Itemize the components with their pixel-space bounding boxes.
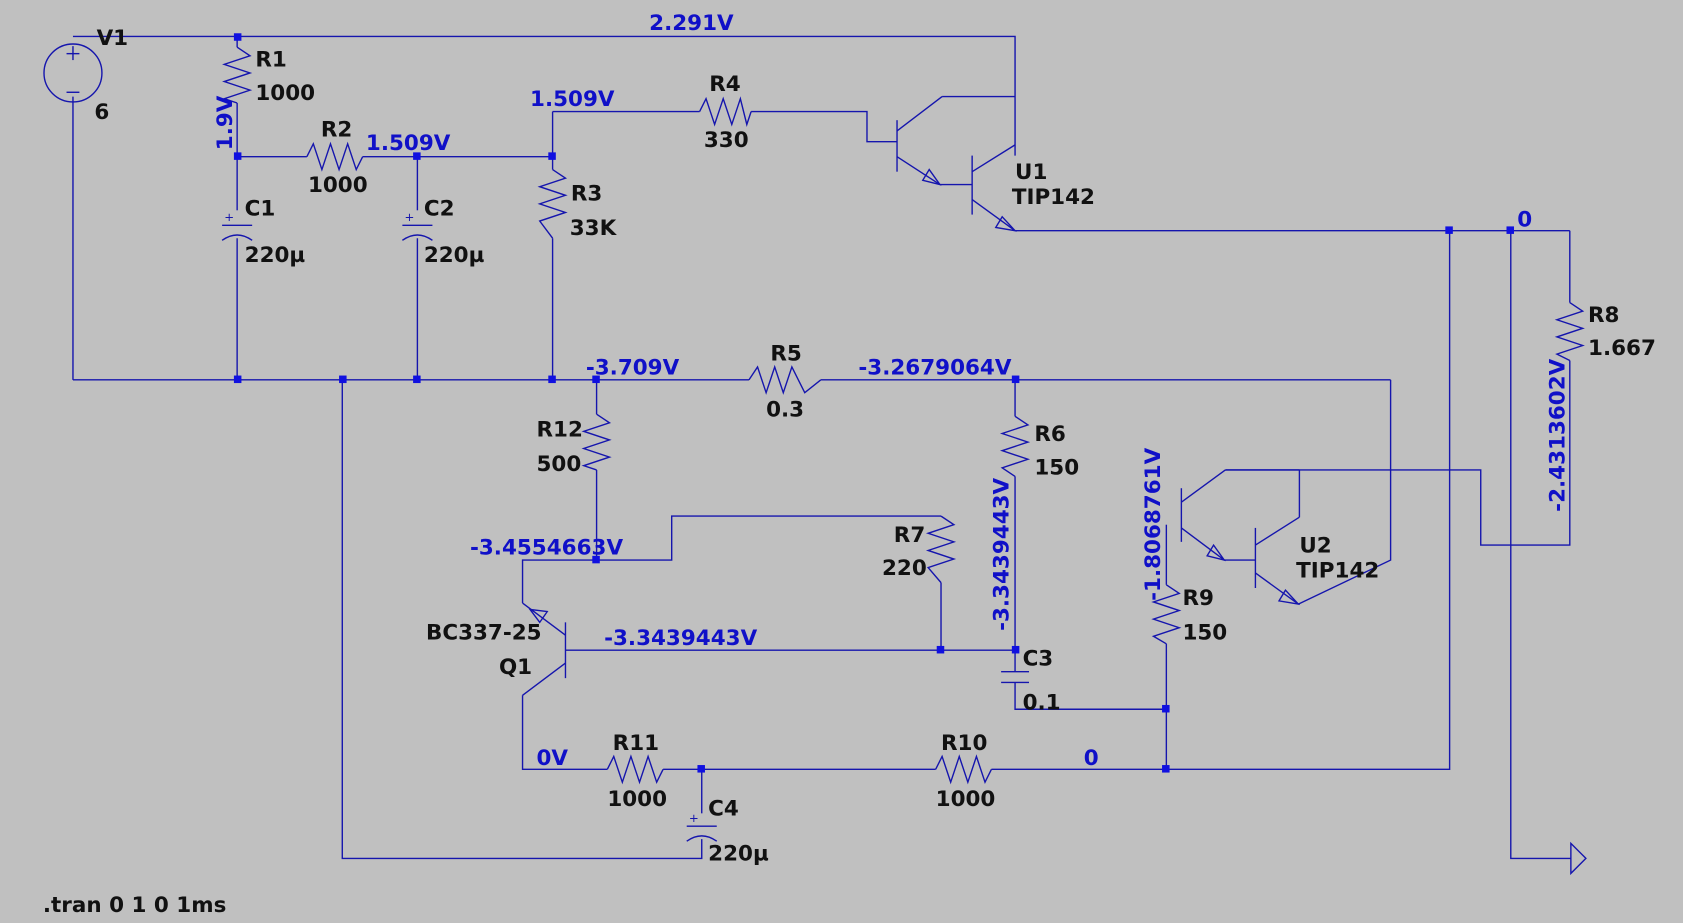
voltage-q1-base: -3.3439443V — [604, 626, 757, 651]
wire-output — [1510, 230, 1571, 860]
resistor-r3[interactable] — [537, 168, 568, 239]
label-r3-name: R3 — [571, 182, 602, 207]
resistor-r4[interactable] — [698, 96, 752, 127]
resistor-r11[interactable] — [606, 754, 664, 785]
label-c1-name: C1 — [245, 197, 276, 222]
label-r11-value: 1000 — [607, 787, 667, 812]
label-r10-value: 1000 — [936, 787, 996, 812]
label-r8-value: 1.667 — [1588, 336, 1656, 361]
voltage-r5-left: -3.709V — [586, 355, 680, 380]
label-r8-name: R8 — [1588, 303, 1619, 328]
spice-directive[interactable]: .tran 0 1 0 1ms — [43, 893, 226, 918]
voltage-r1-r2: 1.9V — [213, 95, 238, 150]
label-r1-value: 1000 — [255, 81, 315, 106]
label-r4-value: 330 — [704, 128, 749, 153]
label-c4-value: 220µ — [708, 842, 769, 867]
wire-c4-ground — [341, 379, 703, 860]
voltage-r2-c2: 1.509V — [366, 131, 451, 156]
output-port-arrow[interactable] — [1570, 841, 1587, 876]
voltage-q1-emitter: 0V — [537, 746, 569, 771]
label-u1-name: U1 — [1015, 160, 1047, 185]
resistor-r9[interactable] — [1151, 584, 1182, 645]
junctions — [233, 33, 1515, 773]
voltage-r5-right: -3.2679064V — [858, 355, 1011, 380]
voltage-out-rail: -2.4313602V — [1545, 358, 1570, 511]
svg-text:+: + — [224, 210, 234, 224]
label-r2-name: R2 — [321, 117, 352, 142]
label-q1-name: Q1 — [499, 655, 532, 680]
voltage-source-v1[interactable] — [43, 43, 103, 103]
label-r12-value: 500 — [537, 452, 582, 477]
label-r9-value: 150 — [1182, 621, 1227, 646]
voltage-r4-node: 1.509V — [530, 87, 615, 112]
resistor-r5[interactable] — [748, 364, 822, 395]
label-r12-name: R12 — [537, 418, 583, 443]
capacitor-c2[interactable]: + — [401, 210, 433, 241]
svg-text:+: + — [689, 811, 699, 825]
resistor-r12[interactable] — [581, 413, 612, 471]
label-r7-name: R7 — [894, 523, 925, 548]
capacitor-c4[interactable]: + — [686, 811, 718, 842]
wire-to-u2-emitter — [1298, 379, 1392, 605]
transistor-q1[interactable] — [522, 602, 567, 696]
label-c3-value: 0.1 — [1023, 690, 1061, 715]
label-c1-value: 220µ — [245, 243, 306, 268]
voltage-q1-collector: -3.4554663V — [470, 536, 623, 561]
label-r5-name: R5 — [770, 342, 801, 367]
voltage-c3-node: -3.3439443V — [990, 477, 1015, 630]
resistor-r10[interactable] — [935, 754, 993, 785]
label-v1-name: V1 — [97, 26, 129, 51]
wire-q1-collector — [521, 515, 942, 604]
wire-return — [1166, 230, 1451, 771]
transistor-u2[interactable] — [1180, 469, 1301, 606]
label-c3-name: C3 — [1023, 646, 1054, 671]
capacitor-c3[interactable] — [1001, 671, 1030, 684]
label-u2-value: TIP142 — [1296, 558, 1379, 583]
label-r3-value: 33K — [570, 216, 618, 241]
resistor-r1[interactable] — [222, 46, 253, 104]
label-c4-name: C4 — [708, 796, 739, 821]
wire-c3-bottom — [1014, 682, 1167, 710]
resistor-r8[interactable] — [1554, 302, 1585, 362]
label-r7-value: 220 — [882, 556, 927, 581]
label-r1-name: R1 — [255, 48, 286, 73]
label-r9-name: R9 — [1182, 586, 1213, 611]
label-r11-name: R11 — [613, 731, 659, 756]
voltage-top-rail: 2.291V — [649, 11, 734, 36]
label-u1-value: TIP142 — [1012, 185, 1095, 210]
label-r6-value: 150 — [1034, 455, 1079, 480]
capacitor-c1[interactable]: + — [221, 210, 253, 241]
transistor-u1[interactable] — [896, 95, 1017, 232]
resistor-r6[interactable] — [999, 415, 1031, 477]
voltage-u2-base: -1.8068761V — [1141, 447, 1166, 600]
label-r6-name: R6 — [1034, 422, 1065, 447]
label-c2-name: C2 — [424, 197, 455, 222]
component-labels: V1 6 R1 1000 R2 1000 R3 33K R4 330 R5 0.… — [94, 26, 1655, 866]
voltage-r10-node: 0 — [1084, 746, 1099, 771]
resistor-r7[interactable] — [925, 515, 957, 584]
voltage-u1-out: 0 — [1517, 207, 1532, 232]
label-r10-name: R10 — [941, 731, 987, 756]
label-r5-value: 0.3 — [766, 397, 804, 422]
wires — [72, 35, 1571, 860]
wire-r8-bottom — [1225, 360, 1571, 546]
label-c2-value: 220µ — [424, 243, 485, 268]
label-r2-value: 1000 — [308, 173, 368, 198]
label-u2-name: U2 — [1299, 534, 1331, 559]
wire-q1-emitter — [521, 695, 608, 771]
wire-top-rail — [72, 35, 1016, 156]
label-q1-value: BC337-25 — [426, 621, 542, 646]
wire-r4-right — [751, 110, 898, 143]
node-voltage-labels: 2.291V 1.9V 1.509V 1.509V 0 -3.709V -3.2… — [213, 11, 1571, 771]
label-r4-name: R4 — [709, 72, 740, 97]
resistor-r2[interactable] — [306, 141, 364, 172]
svg-text:+: + — [405, 210, 415, 224]
label-v1-value: 6 — [94, 100, 109, 125]
